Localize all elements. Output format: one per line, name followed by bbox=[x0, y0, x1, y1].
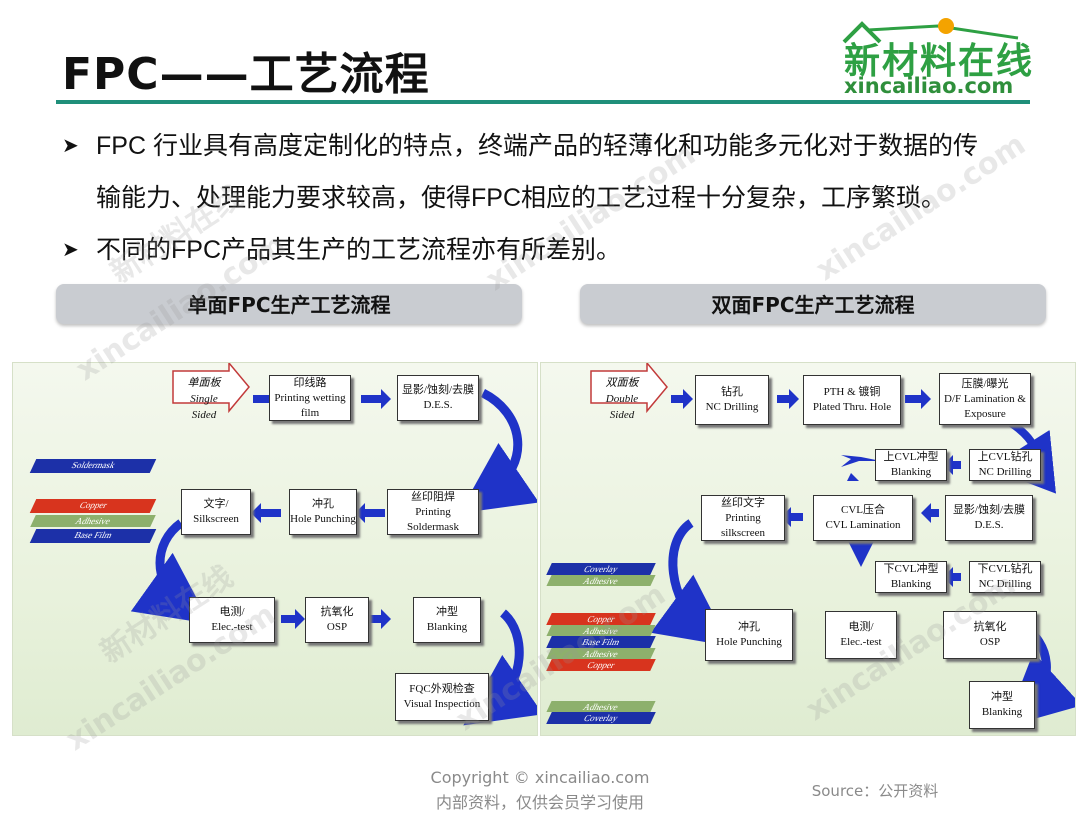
footer-note: 内部资料，仅供会员学习使用 bbox=[435, 793, 644, 812]
logo-en: xincailiao.com bbox=[844, 74, 1014, 98]
start-single-sided: 单面板 Single Sided bbox=[177, 375, 231, 423]
step-elec-test: 电测/Elec.-test bbox=[189, 597, 275, 643]
bullet-text: 不同的FPC产品其生产的工艺流程亦有所差别。 bbox=[96, 236, 622, 264]
start-label-cn: 单面板 bbox=[187, 377, 221, 389]
bullet-arrow-icon: ➤ bbox=[62, 239, 79, 261]
single-sided-banner: 单面FPC生产工艺流程 bbox=[56, 284, 522, 324]
start-label-cn: 双面板 bbox=[605, 377, 639, 389]
bullet-text: FPC 行业具有高度定制化的特点，终端产品的轻薄化和功能多元化对于数据的传 bbox=[96, 132, 978, 160]
step-silkscreen: 文字/Silkscreen bbox=[181, 489, 251, 535]
step-elec-test: 电测/Elec.-test bbox=[825, 611, 897, 659]
title-underline bbox=[56, 100, 1030, 104]
footer-copyright: Copyright © xincailiao.com bbox=[430, 768, 650, 787]
logo-cn: 新材料在线 bbox=[844, 41, 1035, 82]
bullet-list: ➤ FPC 行业具有高度定制化的特点，终端产品的轻薄化和功能多元化对于数据的传 … bbox=[62, 120, 1042, 276]
layer-coverlay: Coverlay bbox=[546, 712, 656, 724]
bullet-item: ➤ 不同的FPC产品其生产的工艺流程亦有所差别。 bbox=[62, 224, 1042, 276]
double-sided-banner: 双面FPC生产工艺流程 bbox=[580, 284, 1046, 324]
layer-coverlay: Coverlay bbox=[546, 563, 656, 575]
start-label-en: Single Sided bbox=[190, 393, 218, 421]
layer-adhesive: Adhesive bbox=[546, 701, 656, 712]
flow-arrows bbox=[130, 363, 537, 726]
layer-adhesive: Adhesive bbox=[30, 515, 156, 527]
bullet-text: 输能力、处理能力要求较高，使得FPC相应的工艺过程十分复杂，工序繁琐。 bbox=[96, 184, 947, 212]
bullet-item: ➤ FPC 行业具有高度定制化的特点，终端产品的轻薄化和功能多元化对于数据的传 … bbox=[62, 120, 1042, 224]
slide-title: FPC——工艺流程 bbox=[62, 49, 430, 100]
house-roof-icon bbox=[842, 18, 1019, 44]
layer-base-film: Base Film bbox=[29, 529, 157, 543]
bullet-arrow-icon: ➤ bbox=[62, 135, 79, 157]
layer-soldermask: Soldermask bbox=[29, 459, 157, 473]
start-double-sided: 双面板 Double Sided bbox=[595, 375, 649, 423]
brand-logo: 新材料在线 xincailiao.com bbox=[838, 16, 1038, 98]
footer-source: Source：公开资料 bbox=[811, 782, 939, 800]
start-label-en: Double Sided bbox=[605, 393, 639, 421]
layer-copper: Copper bbox=[29, 499, 157, 513]
